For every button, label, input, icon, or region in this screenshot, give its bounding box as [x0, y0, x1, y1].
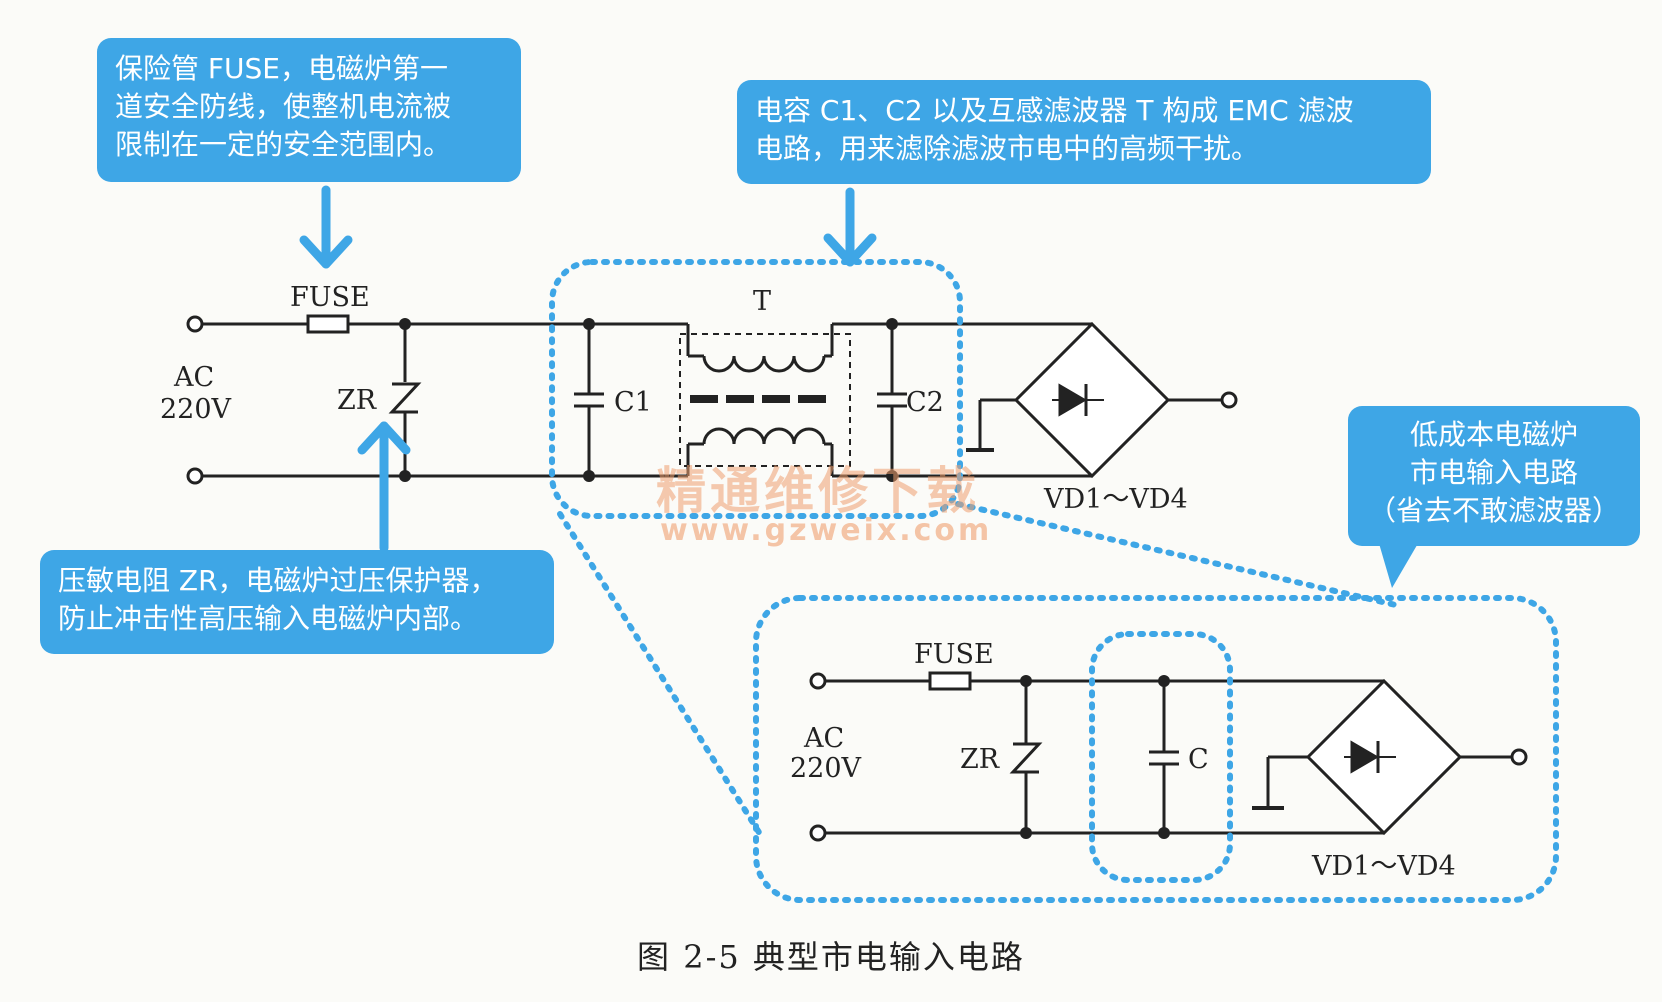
ac-terminal-bottom [186, 467, 204, 485]
fuse-arrow [299, 185, 353, 269]
c1-label: C1 [614, 387, 652, 418]
watermark-title: 精通维修下载 [656, 462, 980, 520]
inset-bridge-rectifier-symbol [1305, 678, 1463, 836]
dc-output-terminal [1220, 391, 1238, 409]
inset-ac-terminal-top [809, 672, 827, 690]
ac-terminal-top [186, 315, 204, 333]
c2-label: C2 [906, 387, 944, 418]
inset-ac-terminal-bottom [809, 824, 827, 842]
zoom-connector-right [955, 501, 1403, 609]
inset-c-label: C [1188, 744, 1209, 775]
fuse-callout-line: 保险管 FUSE，电磁炉第一 [115, 52, 448, 85]
inset-fuse-symbol [928, 671, 972, 691]
transformer-label: T [753, 286, 771, 317]
bridge-rectifier-symbol [1013, 321, 1171, 479]
emc-callout-line: 电容 C1、C2 以及互感滤波器 T 构成 EMC 滤波 [755, 94, 1354, 127]
transformer-t-symbol [679, 324, 851, 476]
low-cost-callout: 低成本电磁炉 市电输入电路 （省去不敢滤波器） [1348, 406, 1640, 546]
emc-callout: 电容 C1、C2 以及互感滤波器 T 构成 EMC 滤波 电路，用来滤除滤波市电… [737, 80, 1431, 184]
emc-filter-highlight [549, 259, 963, 519]
varistor-zr-symbol [388, 382, 422, 414]
inset-circuit [809, 671, 1528, 842]
bridge-label: VD1～VD4 [1043, 484, 1188, 515]
low-cost-circuit-frame [753, 595, 1559, 903]
inset-varistor-zr-symbol [1009, 742, 1043, 774]
zr-arrow [357, 421, 411, 553]
main-circuit [186, 314, 1238, 485]
fuse-callout-line: 限制在一定的安全范围内。 [115, 128, 452, 161]
figure-caption: 图 2-5 典型市电输入电路 [637, 938, 1025, 976]
fuse-callout: 保险管 FUSE，电磁炉第一 道安全防线，使整机电流被 限制在一定的安全范围内。 [97, 38, 521, 182]
inset-voltage-label: 220V [790, 753, 862, 784]
low-cost-callout-tail [1378, 540, 1420, 588]
voltage-label: 220V [160, 394, 232, 425]
low-cost-callout-line: 低成本电磁炉 [1409, 418, 1578, 451]
zoom-connector-left [557, 511, 763, 837]
zr-label: ZR [337, 385, 377, 416]
fuse-callout-line: 道安全防线，使整机电流被 [115, 90, 452, 123]
emc-callout-line: 电路，用来滤除滤波市电中的高频干扰。 [755, 132, 1260, 165]
inset-fuse-label: FUSE [914, 639, 994, 670]
ac-label: AC [173, 362, 214, 393]
zr-callout-line: 压敏电阻 ZR，电磁炉过压保护器， [58, 564, 498, 597]
emc-arrow [823, 187, 877, 267]
inset-bridge-label: VD1～VD4 [1311, 851, 1456, 882]
inset-dc-output-terminal [1510, 748, 1528, 766]
fuse-label: FUSE [290, 282, 370, 313]
inset-capacitor-highlight [1089, 631, 1233, 883]
zr-callout: 压敏电阻 ZR，电磁炉过压保护器， 防止冲击性高压输入电磁炉内部。 [40, 550, 554, 654]
low-cost-callout-line: （省去不敢滤波器） [1367, 494, 1620, 527]
low-cost-callout-line: 市电输入电路 [1409, 456, 1578, 489]
fuse-symbol [306, 314, 350, 334]
zr-callout-line: 防止冲击性高压输入电磁炉内部。 [58, 602, 479, 635]
watermark-url: www.gzweix.com [660, 513, 992, 548]
inset-zr-label: ZR [960, 744, 1000, 775]
inset-ac-label: AC [803, 723, 844, 754]
